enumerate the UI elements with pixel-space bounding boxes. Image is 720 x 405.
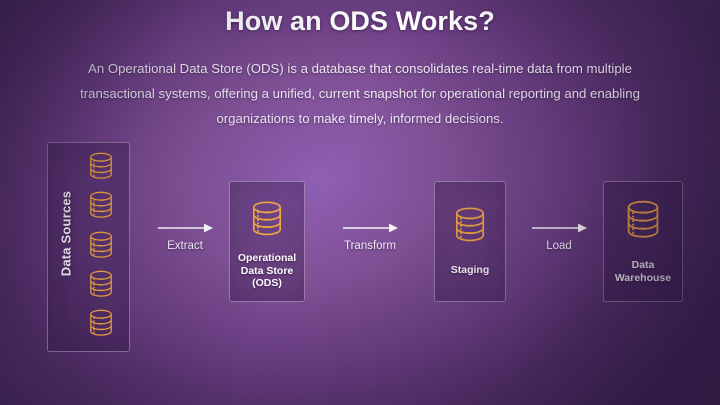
node-staging[interactable]: Staging <box>434 181 506 302</box>
arrow-right-icon <box>158 223 213 233</box>
arrow-label-transform: Transform <box>344 240 396 252</box>
database-cylinder-icon <box>245 198 289 242</box>
node-operational-data-store[interactable]: Operational Data Store (ODS) <box>229 181 305 302</box>
database-cylinder-icon <box>84 229 118 268</box>
node-label-ods: Operational Data Store (ODS) <box>237 252 297 290</box>
database-cylinder-icon <box>84 189 118 228</box>
arrow-label-extract: Extract <box>167 240 203 252</box>
flow-arrow-transform: Transform <box>327 222 413 252</box>
data-sources-label: Data Sources <box>58 190 74 277</box>
flow-arrow-load: Load <box>516 222 602 252</box>
database-cylinder-icon <box>84 307 118 346</box>
page-title: How an ODS Works? <box>225 6 495 36</box>
node-data-warehouse[interactable]: Data Warehouse <box>603 181 683 302</box>
data-sources-panel[interactable]: Data Sources <box>47 142 130 352</box>
database-cylinder-icon <box>619 197 667 245</box>
node-label-staging: Staging <box>450 264 490 276</box>
arrow-right-icon <box>532 223 587 233</box>
node-label-data-warehouse: Data Warehouse <box>614 259 672 284</box>
flow-arrow-extract: Extract <box>142 222 228 252</box>
data-sources-icon-stack <box>79 150 123 346</box>
arrow-label-load: Load <box>546 240 572 252</box>
database-cylinder-icon <box>448 204 492 248</box>
database-cylinder-icon <box>84 150 118 189</box>
arrow-right-icon <box>343 223 398 233</box>
page-subtitle: An Operational Data Store (ODS) is a dat… <box>80 61 640 126</box>
database-cylinder-icon <box>84 268 118 307</box>
